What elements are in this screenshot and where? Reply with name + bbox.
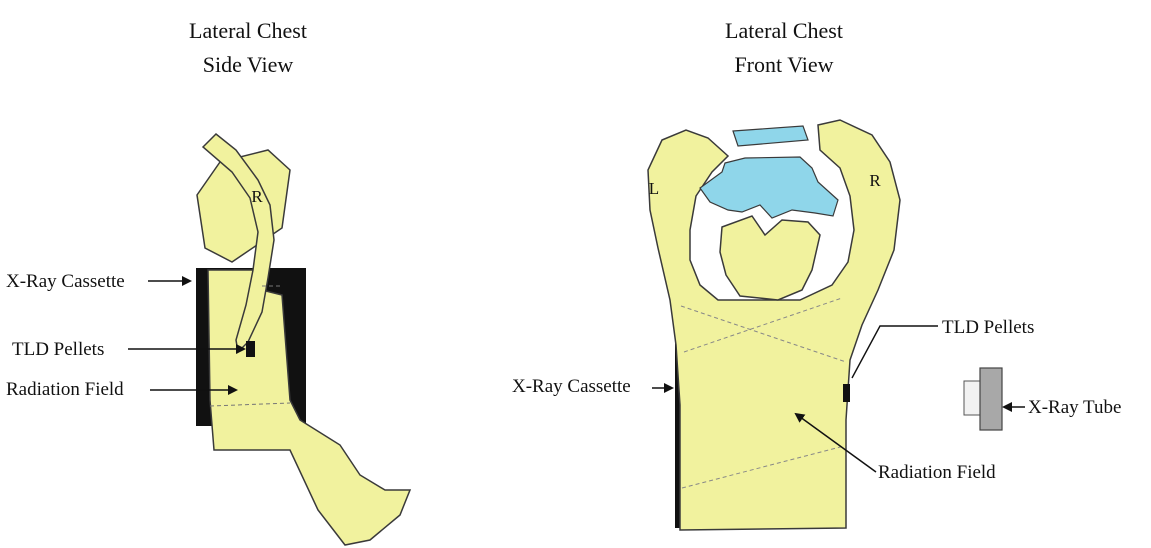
front-lower-head — [720, 216, 820, 300]
side-view: Lateral Chest Side View R X-Ray Cassette… — [6, 18, 410, 545]
front-head-center — [700, 157, 838, 218]
front-view-title-line2: Front View — [734, 52, 833, 77]
side-label-field: Radiation Field — [6, 379, 124, 400]
front-label-tube: X-Ray Tube — [1028, 397, 1121, 418]
side-view-title-line1: Lateral Chest — [189, 18, 307, 43]
front-label-cassette: X-Ray Cassette — [512, 376, 631, 397]
front-tld-leader — [852, 326, 938, 378]
front-right-marker: R — [869, 171, 881, 190]
side-tld-pellet — [246, 341, 255, 357]
side-torso — [208, 270, 410, 545]
front-view-title-line1: Lateral Chest — [725, 18, 843, 43]
front-view: Lateral Chest Front View L R TLD Pellets… — [512, 18, 1121, 530]
side-arm-marker: R — [251, 187, 263, 206]
front-label-tld: TLD Pellets — [942, 317, 1034, 338]
side-label-cassette: X-Ray Cassette — [6, 271, 125, 292]
side-label-tld: TLD Pellets — [12, 339, 104, 360]
side-view-title-line2: Side View — [203, 52, 294, 77]
front-tld-pellet — [843, 384, 850, 402]
front-xray-tube-body — [980, 368, 1002, 430]
front-left-marker: L — [649, 179, 659, 198]
front-head-top — [733, 126, 808, 146]
front-label-field: Radiation Field — [878, 462, 996, 483]
